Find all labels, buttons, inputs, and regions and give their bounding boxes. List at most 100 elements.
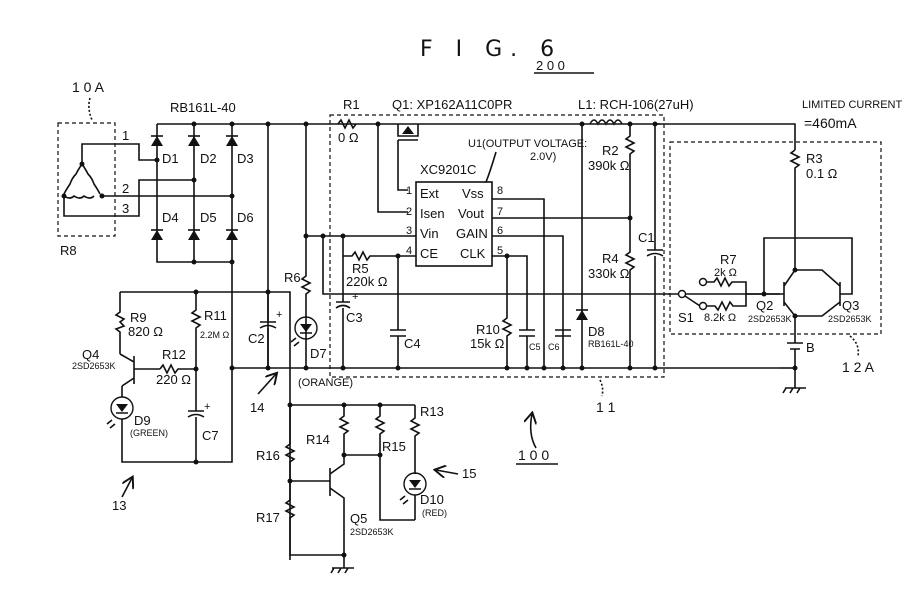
terminal-1: 1 [122,128,129,143]
capacitor-c3-icon [335,236,351,368]
r12-label: R12 [162,347,186,362]
d5-label: D5 [200,210,217,225]
battery-b-icon [787,316,803,388]
r7-value-b: 8.2k Ω [704,312,736,324]
d9-label: D9 [134,413,151,428]
u1-note: U1(OUTPUT VOLTAGE: [468,138,587,150]
resistor-r10-icon [501,256,513,368]
diode-d6-icon [226,229,238,240]
generator-windings-icon [61,161,105,199]
ic-pins: 1 Ext 2 Isen 3 Vin 4 CE 8 Vss 7 Vout 6 G… [406,185,503,261]
svg-text:2: 2 [406,206,412,218]
rectifier-part: RB161L-40 [170,100,236,115]
resistor-r13-icon [409,405,421,474]
d9-color: (GREEN) [130,428,168,438]
c3-label: C3 [346,310,363,325]
svg-text:8: 8 [497,185,503,197]
ref-12a: 1 2 A [842,359,875,375]
ic-u1 [415,181,493,267]
r16-label: R16 [256,448,280,463]
diode-d3-icon [226,135,238,146]
svg-text:Vout: Vout [458,206,484,221]
lead-1 [81,143,157,164]
r12-value: 220 Ω [156,372,191,387]
ref-14: 14 [250,400,264,415]
c7-plus: + [204,401,210,413]
q1-label: Q1: XP162A11C0PR [392,97,512,112]
q3-label: Q3 [842,298,859,313]
ref-10a: 1 0 A [72,79,105,95]
switch-s1-blade[interactable] [684,295,701,307]
switch-s1-icon[interactable] [677,289,687,299]
r5-value: 220k Ω [346,274,388,289]
capacitor-c4-icon [390,256,406,368]
r11-value: 2.2M Ω [200,330,230,340]
r2-label: R2 [602,143,619,158]
arrow-13 [121,478,132,498]
r7-value-a: 2k Ω [714,267,737,279]
svg-text:CLK: CLK [460,246,486,261]
r14-label: R14 [306,432,330,447]
arrow-15 [436,470,459,474]
leader-12a [849,335,860,357]
r1-label: R1 [343,97,360,112]
d7-label: D7 [310,346,327,361]
switch-s1-contact-a [698,277,708,287]
diode-d8-icon [576,309,588,320]
svg-text:7: 7 [497,206,503,218]
led-d9-icon [106,368,233,463]
limited-current-value: =460mA [804,115,857,131]
leader-u1 [485,151,497,183]
q2-part: 2SD2653K [748,314,792,324]
resistor-r11-capacitor-c7-icon [187,292,205,462]
ground-icon-right [782,387,806,394]
svg-text:5: 5 [497,245,503,257]
ground-icon-bottom [330,555,354,574]
q4-part: 2SD2653K [72,361,116,371]
r1-value: 0 Ω [338,130,359,145]
u1-note-voltage: 2.0V) [530,151,556,163]
svg-text:4: 4 [406,245,412,257]
ref-200: 2 0 0 [536,58,565,73]
svg-text:Ext: Ext [420,186,439,201]
transistor-q4-icon [119,353,160,387]
r10-label: R10 [476,322,500,337]
resistor-r15-icon [374,405,415,521]
d10-label: D10 [420,492,444,507]
led-d7-icon [290,316,318,368]
limited-current-label: LIMITED CURRENT [802,99,903,111]
figure-title: F I G. 6 [420,37,562,62]
terminal-2: 2 [122,181,129,196]
d8-part: RB161L-40 [588,339,634,349]
svg-text:CE: CE [420,246,438,261]
r2-value: 390k Ω [588,158,630,173]
resistor-r5-icon [343,250,416,262]
d4-label: D4 [162,210,179,225]
svg-text:Vss: Vss [462,186,484,201]
c1-label: C1 [638,230,655,245]
c5-label: C5 [529,342,541,352]
d10-color: (RED) [422,508,447,518]
c2-plus: + [276,309,282,321]
r17-label: R17 [256,510,280,525]
c7-label: C7 [202,428,219,443]
l1-label: L1: RCH-106(27uH) [578,97,694,112]
mosfet-q1-icon [397,124,419,141]
svg-text:3: 3 [406,225,412,237]
d1-label: D1 [162,151,179,166]
r9-value: 820 Ω [128,324,163,339]
wire-ext [397,140,408,191]
resistor-r16-r17-icon [284,405,344,556]
resistor-r3-icon [789,149,801,270]
svg-text:1: 1 [406,185,412,197]
d6-label: D6 [237,210,254,225]
capacitor-c5-icon [519,310,535,368]
svg-text:6: 6 [497,225,503,237]
ref-15: 15 [462,466,476,481]
resistor-r9-icon [114,292,126,354]
q3-part: 2SD2653K [828,314,872,324]
svg-text:Vin: Vin [420,226,439,241]
leader-11 [599,379,604,397]
c3-plus: + [352,291,358,303]
